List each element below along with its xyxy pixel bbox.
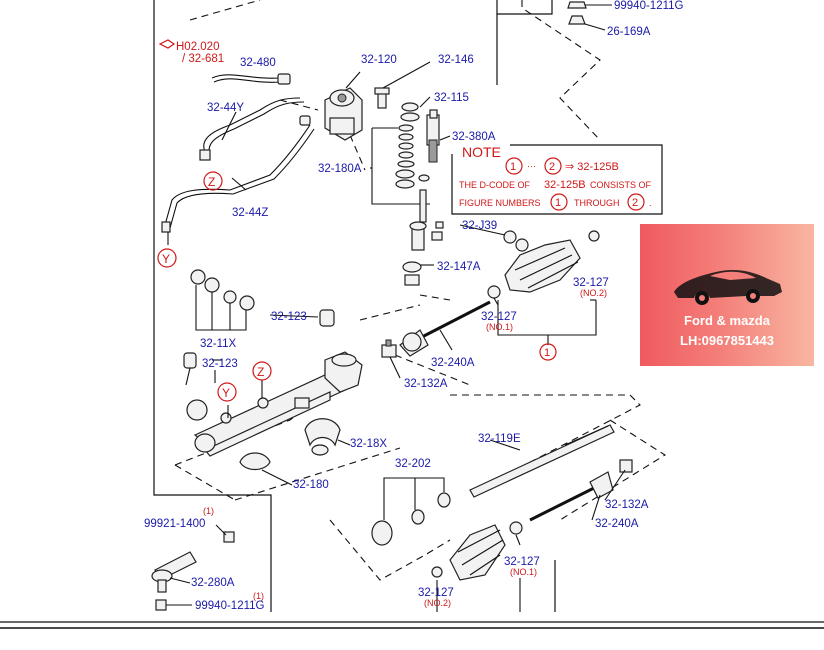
note-circle-1: 1 (510, 161, 516, 173)
boot-upper (487, 230, 600, 299)
label-32-280A: 32-280A (191, 577, 235, 589)
label-32-202: 32-202 (395, 458, 431, 470)
label-32-123-a: 32-123 (271, 311, 307, 323)
label-ref-32-681: / 32-681 (182, 53, 224, 65)
marker-y-lower: Y (222, 386, 230, 400)
label-32-180: 32-180 (293, 479, 329, 491)
label-99940-top: 99940-1211G (614, 0, 684, 12)
label-no2-b: (NO.2) (424, 598, 451, 608)
note-circle-1b: 1 (555, 197, 561, 209)
bushings-32-202 (371, 477, 451, 546)
label-32-J39: 32-J39 (462, 220, 497, 232)
label-26-169A: 26-169A (607, 26, 651, 38)
label-32-127-no2-b: 32-127 (418, 587, 454, 599)
reference-icon (158, 39, 176, 49)
note-line2-b: 32-125B (544, 179, 586, 191)
nut-99940-top (567, 1, 612, 31)
marker-z-upper: Z (208, 175, 215, 189)
note-line3-a: FIGURE NUMBERS (459, 198, 541, 208)
ad-phone: LH:0967851443 (680, 333, 774, 348)
note-arrow-part: ⇒ 32-125B (565, 161, 619, 173)
label-32-18X: 32-18X (350, 438, 387, 450)
label-32-120: 32-120 (361, 54, 397, 66)
tie-rod-end-32-280A (151, 531, 235, 611)
label-qty1-a: (1) (203, 506, 214, 516)
label-99940-bottom: 99940-1211G (195, 600, 265, 612)
red-markers: Z Y Z Y 1 (157, 171, 557, 402)
clips-32-J39 (503, 230, 529, 252)
label-32-132A: 32-132A (404, 378, 448, 390)
adjuster-32-147A (402, 189, 444, 286)
label-qty1-b: (1) (253, 591, 264, 601)
bushings-32-11X (190, 269, 255, 331)
valve-housing-32-120 (324, 71, 363, 141)
label-32-380A: 32-380A (452, 131, 496, 143)
pressure-pipes (161, 73, 315, 233)
note-line2-a: THE D-CODE OF (459, 180, 531, 190)
rod-end-upper (381, 339, 397, 358)
label-32-44Y: 32-44Y (207, 102, 244, 114)
label-32-44Z: 32-44Z (232, 207, 268, 219)
leader-lines (166, 61, 626, 612)
label-32-127-no2: 32-127 (573, 277, 609, 289)
label-ref-h02: H02.020 (176, 41, 219, 53)
bolt-32-146 (374, 87, 390, 109)
clamp-32-180 (239, 452, 271, 471)
marker-1: 1 (544, 347, 550, 359)
label-32-119E: 32-119E (478, 433, 521, 445)
label-no1-b: (NO.1) (510, 567, 537, 577)
shop-ad-panel: Ford & mazda LH:0967851443 (640, 224, 814, 366)
label-32-127-no1: 32-127 (481, 311, 517, 323)
label-no1: (NO.1) (486, 322, 513, 332)
pinion-32-380A (426, 109, 440, 163)
rack-32-119E (469, 424, 615, 498)
boot-lower (431, 521, 523, 581)
seal-stack-32-180A (371, 102, 430, 205)
sports-car-icon (674, 270, 782, 305)
note-box: NOTE 1 ··· 2 ⇒ 32-125B THE D-CODE OF 32-… (451, 144, 663, 215)
marker-y-upper: Y (162, 252, 170, 266)
label-32-11X: 32-11X (200, 338, 237, 350)
gear-housing-32-18X (186, 351, 363, 457)
label-32-180A: 32-180A (318, 163, 362, 175)
part-labels: 99940-1211G 26-169A H02.020 / 32-681 32-… (144, 0, 684, 612)
tie-rod-lower (529, 459, 633, 522)
note-title: NOTE (462, 144, 501, 160)
marker-z-lower: Z (257, 365, 264, 379)
tie-rod-upper (399, 300, 491, 357)
label-32-480: 32-480 (240, 57, 276, 69)
label-32-146: 32-146 (438, 54, 474, 66)
label-32-115: 32-115 (434, 92, 469, 104)
note-circle-2b: 2 (632, 197, 638, 209)
note-range-sep: ··· (527, 161, 536, 171)
label-32-240A-b: 32-240A (595, 518, 639, 530)
ad-title: Ford & mazda (684, 313, 770, 328)
label-32-132A-b: 32-132A (605, 499, 649, 511)
label-no2: (NO.2) (580, 288, 607, 298)
label-32-127-no1-b: 32-127 (504, 556, 540, 568)
label-32-240A: 32-240A (431, 357, 475, 369)
clamp-32-18X (304, 418, 341, 456)
label-32-147A: 32-147A (437, 261, 481, 273)
frame-lines (0, 0, 824, 629)
sleeve-32-123 (183, 309, 335, 369)
label-32-123-b: 32-123 (202, 358, 238, 370)
note-line3-b: THROUGH (574, 198, 620, 208)
note-circle-2: 2 (549, 161, 555, 173)
label-99921-1400: 99921-1400 (144, 518, 205, 530)
note-line3-end: . (649, 198, 652, 208)
note-line2-c: CONSISTS OF (590, 180, 652, 190)
